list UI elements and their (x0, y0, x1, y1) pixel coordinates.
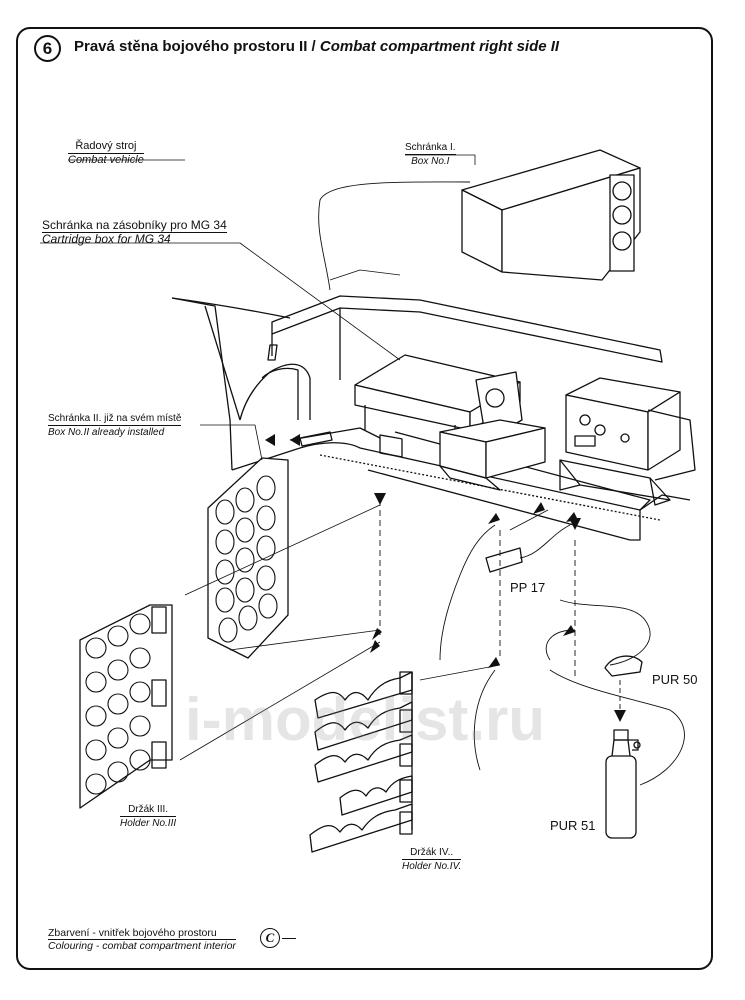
step-number-badge: 6 (34, 35, 61, 62)
hull-structure (171, 295, 691, 541)
radio-set-drawing (559, 377, 696, 506)
pur51-bottle (605, 729, 641, 839)
pp17-part (485, 547, 523, 573)
pur50-part (604, 655, 643, 677)
label-box-no1: Schránka I. Box No.I (405, 142, 456, 167)
page-title: Pravá stěna bojového prostoru II / Comba… (74, 38, 559, 55)
colouring-note: Zbarvení - vnitřek bojového prostoru Col… (48, 927, 236, 952)
box-no2-drawing (439, 419, 546, 491)
page-frame (16, 27, 713, 970)
label-holder-no3: Držák III. Holder No.III (120, 804, 177, 829)
box-no1-drawing (461, 149, 641, 281)
part-pur50-label: PUR 50 (652, 672, 698, 687)
label-holder-no4: Držák IV.. Holder No.IV. (402, 847, 462, 872)
assembly-paths (318, 181, 685, 786)
colouring-en: Colouring - combat compartment interior (48, 939, 236, 952)
ammo-rack-installed-drawing (207, 457, 289, 659)
holder-no3-drawing (79, 604, 173, 809)
holder-no4-drawing (309, 671, 413, 853)
part-pur51-label: PUR 51 (550, 818, 596, 833)
label-box-no2: Schránka II. již na svém místě Box No.II… (48, 413, 182, 438)
arrowheads (265, 434, 626, 722)
label-cartridge-box: Schránka na zásobníky pro MG 34 Cartridg… (42, 218, 227, 246)
title-en: Combat compartment right side II (319, 38, 560, 55)
title-cz: Pravá stěna bojového prostoru II / (74, 38, 316, 55)
label-combat-vehicle: Řadový stroj Combat vehicle (68, 140, 144, 166)
colouring-cz: Zbarvení - vnitřek bojového prostoru (48, 927, 217, 939)
colour-code-badge: C (260, 928, 280, 948)
watermark-text: i-modelist.ru (185, 686, 545, 753)
part-pp17-label: PP 17 (510, 580, 546, 595)
colour-code-dash (282, 938, 296, 939)
leader-lines (40, 154, 501, 761)
